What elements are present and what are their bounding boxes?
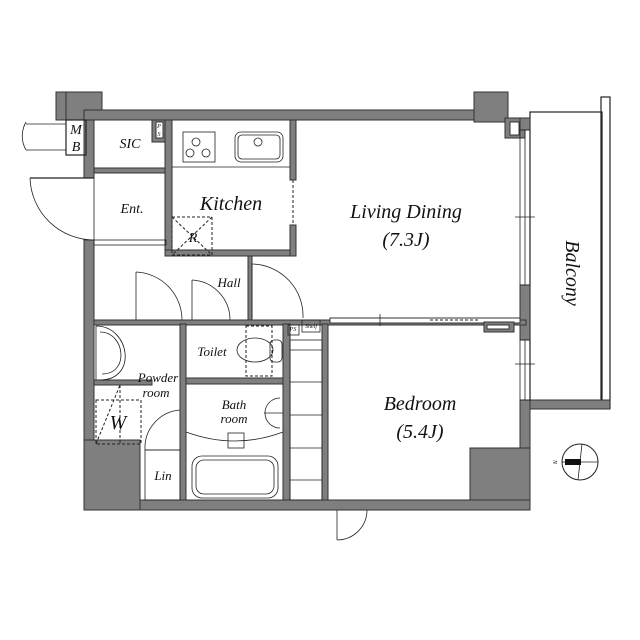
linen-label: Lin [153, 468, 171, 483]
kitchen-label: Kitchen [199, 193, 262, 215]
bedroom-size: (5.4J) [396, 421, 444, 443]
living-dining-label: Living Dining [349, 201, 462, 223]
balcony-label: Balcony [561, 240, 583, 306]
powder-room-label: Powder [137, 370, 179, 385]
mb-label: B [72, 140, 81, 155]
ps-label: P [156, 124, 161, 130]
washer-space [95, 384, 142, 445]
hall-label: Hall [216, 275, 241, 290]
sic-label: SIC [120, 137, 142, 152]
linen-closet [144, 449, 181, 501]
powder-room-label: room [143, 385, 170, 400]
compass-north-label: N [551, 459, 557, 465]
washer-label: W [110, 412, 129, 434]
windows [515, 129, 535, 401]
washbasin-icon [95, 325, 126, 381]
mb-label: M [69, 123, 83, 138]
bathtub-icon [185, 397, 284, 499]
ps-small-label: PS [289, 327, 297, 333]
interior-walls [93, 119, 527, 501]
storage-shelves [287, 319, 323, 501]
entrance-door[interactable] [29, 177, 95, 241]
refrigerator-space [171, 216, 213, 256]
toilet-label: Toilet [197, 344, 227, 359]
meter-box [65, 119, 87, 156]
shelf-label: Shelf [305, 323, 318, 330]
bath-room-label: room [221, 411, 248, 426]
exterior-walls [55, 91, 531, 511]
bath-room-label: Bath [222, 397, 247, 412]
living-dining-size: (7.3J) [382, 229, 430, 251]
ps-label: S [158, 132, 161, 138]
toilet-icon [236, 325, 283, 377]
bedroom-label: Bedroom [384, 393, 457, 415]
stove-icon [182, 131, 216, 163]
compass-icon: N [551, 443, 599, 481]
entrance-label: Ent. [120, 202, 144, 217]
sink-icon [234, 131, 284, 163]
refrigerator-label: R [188, 231, 198, 246]
